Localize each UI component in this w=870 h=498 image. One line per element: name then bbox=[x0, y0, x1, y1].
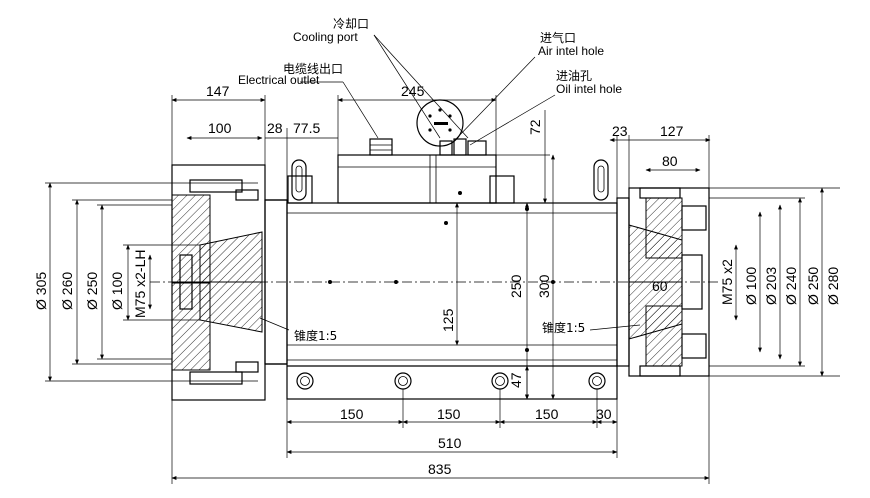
dim-dia-280: Ø 280 bbox=[825, 267, 841, 305]
dim-dia-250-right: Ø 250 bbox=[805, 267, 821, 305]
dim-250-mid: 250 bbox=[508, 274, 524, 298]
leader-lines bbox=[259, 34, 641, 331]
oil-hole-cn: 进油孔 bbox=[556, 69, 592, 83]
dim-dia-250-left: Ø 250 bbox=[84, 272, 100, 310]
electrical-outlet-en: Electrical outlet bbox=[238, 73, 320, 87]
dim-23: 23 bbox=[612, 123, 628, 139]
junction-box bbox=[287, 154, 515, 204]
oil-hole-en: Oil intel hole bbox=[556, 82, 622, 96]
lifting-eye-left bbox=[291, 159, 307, 201]
dim-300: 300 bbox=[536, 274, 552, 298]
dim-dia-305: Ø 305 bbox=[33, 272, 49, 310]
dim-dia-100-right: Ø 100 bbox=[743, 267, 759, 305]
right-chuck bbox=[616, 187, 710, 377]
spindle-body bbox=[286, 202, 618, 400]
dim-dia-100-left: Ø 100 bbox=[109, 272, 125, 310]
dim-80: 80 bbox=[662, 153, 678, 169]
dimension-lines bbox=[45, 95, 840, 484]
dim-150-c: 150 bbox=[535, 406, 559, 422]
dim-72: 72 bbox=[527, 119, 543, 135]
electrical-outlet-cn: 电缆线出口 bbox=[283, 62, 343, 76]
dim-47: 47 bbox=[508, 372, 524, 388]
dim-835: 835 bbox=[428, 461, 452, 477]
dim-150-b: 150 bbox=[437, 406, 461, 422]
dim-147: 147 bbox=[206, 83, 230, 99]
dim-dia-203: Ø 203 bbox=[763, 267, 779, 305]
taper-left-label: 锥度1:5 bbox=[294, 328, 337, 343]
dim-dia-240: Ø 240 bbox=[783, 267, 799, 305]
dim-150-a: 150 bbox=[340, 406, 364, 422]
mounting-holes bbox=[296, 372, 606, 390]
lifting-eye-right bbox=[593, 159, 609, 201]
dim-77-5: 77.5 bbox=[293, 120, 320, 136]
dim-dia-260: Ø 260 bbox=[59, 272, 75, 310]
cooling-port-cn: 冷却口 bbox=[333, 17, 369, 31]
electrical-outlet-fitting bbox=[369, 138, 393, 156]
dim-100-top: 100 bbox=[208, 120, 232, 136]
port-fittings bbox=[439, 138, 487, 156]
air-hole-cn: 进气口 bbox=[540, 30, 576, 45]
cooling-port-en: Cooling port bbox=[293, 30, 358, 44]
left-chuck bbox=[171, 164, 288, 401]
taper-right-label: 锥度1:5 bbox=[542, 320, 585, 335]
dim-60: 60 bbox=[652, 278, 668, 294]
thread-right: M75 x2 bbox=[719, 259, 735, 305]
text-labels: 冷却口 Cooling port 进气口 Air intel hole 进油孔 … bbox=[33, 17, 841, 477]
air-hole-en: Air intel hole bbox=[538, 44, 604, 58]
dim-30: 30 bbox=[596, 406, 612, 422]
dim-245: 245 bbox=[401, 83, 425, 99]
dim-127: 127 bbox=[660, 123, 684, 139]
dim-510: 510 bbox=[438, 435, 462, 451]
dim-125: 125 bbox=[440, 308, 456, 332]
thread-left: M75 x2-LH bbox=[132, 250, 148, 318]
dim-28: 28 bbox=[267, 120, 283, 136]
